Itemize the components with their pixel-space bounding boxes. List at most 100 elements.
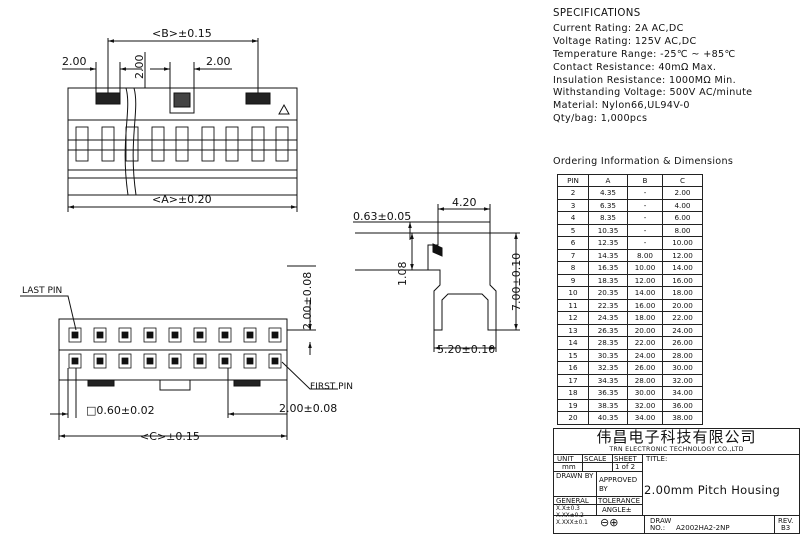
tolerance-1: X.X±0.3 (556, 506, 580, 512)
table-cell: 17 (557, 373, 589, 387)
table-cell: 6 (557, 236, 589, 250)
table-cell: 16.00 (662, 273, 703, 287)
table-cell: 26.35 (588, 323, 628, 337)
dim-pitch-bottom: 2.00±0.08 (279, 402, 337, 415)
table-cell: 20.35 (588, 286, 628, 300)
spec-line: Temperature Range: -25℃ ~ +85℃ (553, 48, 736, 60)
table-cell: 18.00 (627, 311, 663, 325)
table-cell: 3 (557, 198, 589, 212)
table-cell: 12.00 (627, 273, 663, 287)
table-cell: 28.35 (588, 336, 628, 350)
dim-pitch-left: 2.00 (62, 55, 87, 68)
table-cell: 10.00 (627, 261, 663, 275)
drawn-by-label: DRAWN BY (556, 472, 594, 480)
dim-row-pitch: 2.00±0.08 (301, 272, 314, 330)
part-title: 2.00mm Pitch Housing (644, 483, 781, 497)
table-cell: 16 (557, 361, 589, 375)
table-cell: 22.35 (588, 298, 628, 312)
column-header-pin: PIN (557, 174, 589, 187)
no-label: NO.: (650, 524, 666, 532)
table-cell: 10 (557, 286, 589, 300)
dim-pin-square: □0.60±0.02 (86, 404, 155, 417)
sheet-value: 1 of 2 (615, 463, 636, 471)
table-cell: 34.00 (662, 386, 703, 400)
spec-line: Current Rating: 2A AC,DC (553, 22, 684, 34)
table-cell: 38.35 (588, 398, 628, 412)
column-header-b: B (627, 174, 663, 187)
unit-value: mm (562, 463, 576, 471)
table-cell: 18.35 (588, 273, 628, 287)
table-cell: 10.35 (588, 223, 628, 237)
table-cell: 20 (557, 411, 589, 425)
general-label: GENERAL (556, 497, 589, 505)
spec-line: Voltage Rating: 125V AC,DC (553, 35, 697, 47)
sheet-label: SHEET (614, 455, 637, 463)
table-cell: - (627, 211, 663, 225)
rev-value: B3 (781, 524, 791, 532)
table-cell: 10.00 (662, 236, 703, 250)
column-header-c: C (662, 174, 703, 187)
draw-label: DRAW (650, 517, 672, 525)
specifications-heading: SPECIFICATIONS (553, 8, 641, 19)
angle-label: ANGLE± (602, 506, 632, 514)
table-cell: 12 (557, 311, 589, 325)
table-cell: 16.00 (627, 298, 663, 312)
table-cell: - (627, 198, 663, 212)
table-cell: 13 (557, 323, 589, 337)
table-cell: 14.00 (662, 261, 703, 275)
tolerance-2: X.XX±0.2 (556, 513, 584, 519)
approved-by-label: APPROVED BY (599, 476, 638, 493)
table-cell: 18 (557, 386, 589, 400)
table-cell: 24.00 (662, 323, 703, 337)
table-cell: 30.00 (662, 361, 703, 375)
drawing-number: A2002HA2-2NP (676, 524, 730, 532)
last-pin-label: LAST PIN (22, 286, 62, 296)
table-cell: 19 (557, 398, 589, 412)
tolerance-3: X.XXX±0.1 (556, 520, 588, 526)
table-cell: 4.00 (662, 198, 703, 212)
table-cell: 20.00 (662, 298, 703, 312)
spec-line: Qty/bag: 1,000pcs (553, 113, 648, 125)
table-cell: 8.00 (662, 223, 703, 237)
spec-line: Insulation Resistance: 1000MΩ Min. (553, 74, 736, 86)
table-cell: - (627, 186, 663, 200)
table-cell: 32.35 (588, 361, 628, 375)
table-cell: 4 (557, 211, 589, 225)
dim-thickness: 0.63±0.05 (353, 210, 411, 223)
table-cell: 4.35 (588, 186, 628, 200)
table-cell: 6.35 (588, 198, 628, 212)
table-cell: 14.35 (588, 248, 628, 262)
table-cell: 24.35 (588, 311, 628, 325)
spec-line: Contact Resistance: 40mΩ Max. (553, 61, 717, 73)
company-name-en: TRN ELECTRONIC TECHNOLOGY CO.,LTD (609, 446, 744, 453)
pin-view (20, 265, 338, 440)
table-cell: 40.35 (588, 411, 628, 425)
table-cell: 32.00 (627, 398, 663, 412)
table-cell: 15 (557, 348, 589, 362)
table-cell: 22.00 (627, 336, 663, 350)
title-label: TITLE: (646, 455, 668, 463)
spec-line: Material: Nylon66,UL94V-0 (553, 100, 690, 112)
table-cell: 12.35 (588, 236, 628, 250)
table-cell: 34.35 (588, 373, 628, 387)
rev-label: REV. (778, 517, 794, 525)
table-cell: - (627, 223, 663, 237)
dim-width-top: 4.20 (452, 196, 477, 209)
first-pin-label: FIRST PIN (310, 382, 353, 392)
scale-label: SCALE (584, 455, 607, 463)
title-block: 伟昌电子科技有限公司 TRN ELECTRONIC TECHNOLOGY CO.… (553, 428, 800, 534)
table-cell: 26.00 (662, 336, 703, 350)
table-cell: 18.00 (662, 286, 703, 300)
